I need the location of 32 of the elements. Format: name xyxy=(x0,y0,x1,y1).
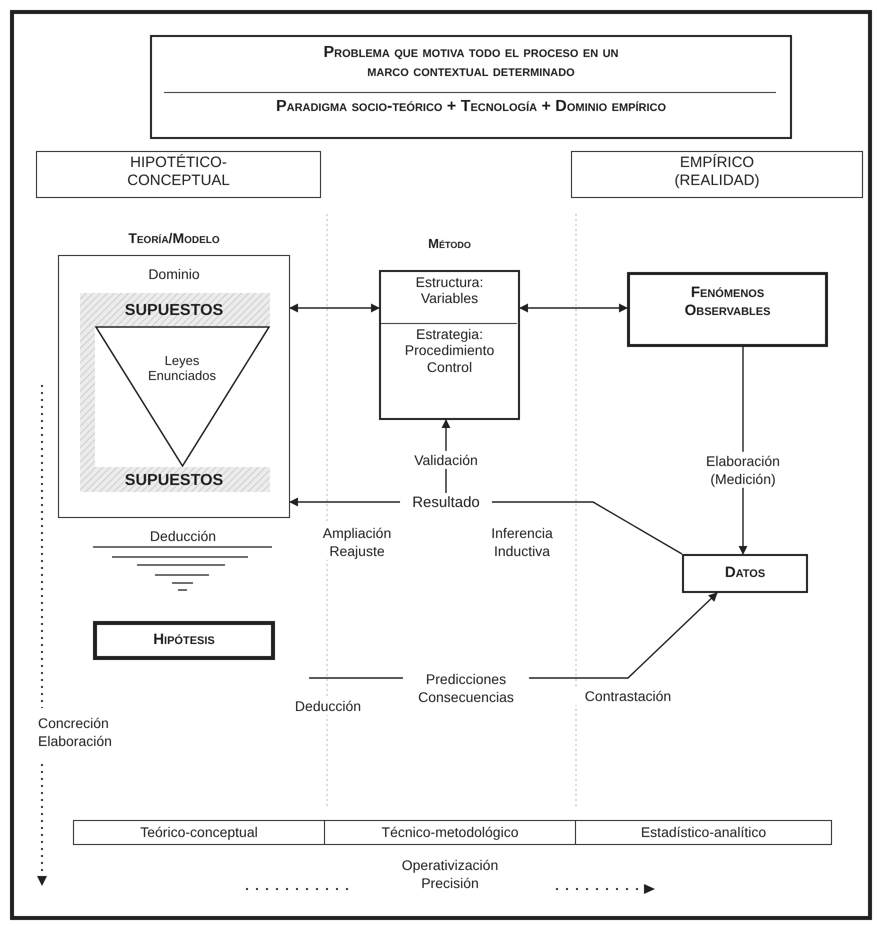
section-header-box xyxy=(571,151,863,198)
box-text: SUPUESTOS xyxy=(124,470,224,490)
node-text: HIPOTÉTICO-CONCEPTUAL xyxy=(126,154,231,190)
box-heading: Método xyxy=(428,236,471,252)
process-box xyxy=(93,621,275,660)
connector-arrow xyxy=(519,304,628,312)
node-text: EMPÍRICO (REALIDAD) xyxy=(673,154,760,190)
node-text: Resultado xyxy=(412,494,480,512)
inverted-triangle xyxy=(94,326,270,466)
subheading-text: Paradigma socio-teórico + Tecnología + Dominio empírico xyxy=(276,96,666,116)
node-text: Hipótesis xyxy=(153,631,215,649)
node-text: Fenómenos Observables xyxy=(684,284,772,320)
problem-box xyxy=(150,35,792,139)
node-text: Estadístico-analítico xyxy=(640,824,766,840)
box-text: Estrategia: Procedimiento Control xyxy=(404,326,496,376)
connector-arrow xyxy=(289,498,400,506)
heading-text: Problema que motiva todo el proceso en un marco contextual determinado xyxy=(322,42,620,81)
band-cell xyxy=(324,820,576,845)
process-box xyxy=(627,272,828,347)
box-text: SUPUESTOS xyxy=(124,300,224,320)
connector-arrow xyxy=(289,304,380,312)
process-box xyxy=(682,554,808,593)
box-text: Estructura: Variables xyxy=(414,274,484,308)
node-text: Técnico-metodológico xyxy=(382,824,518,840)
box-heading: Teoría/Modelo xyxy=(128,230,220,246)
band-cell xyxy=(575,820,832,845)
section-header-box xyxy=(36,151,321,198)
node-text: Leyes Enunciados xyxy=(147,352,217,384)
node-text: Teórico-conceptual xyxy=(140,824,258,840)
node-text: Datos xyxy=(724,564,766,582)
band-cell xyxy=(73,820,325,845)
box-text: Dominio xyxy=(148,266,200,282)
